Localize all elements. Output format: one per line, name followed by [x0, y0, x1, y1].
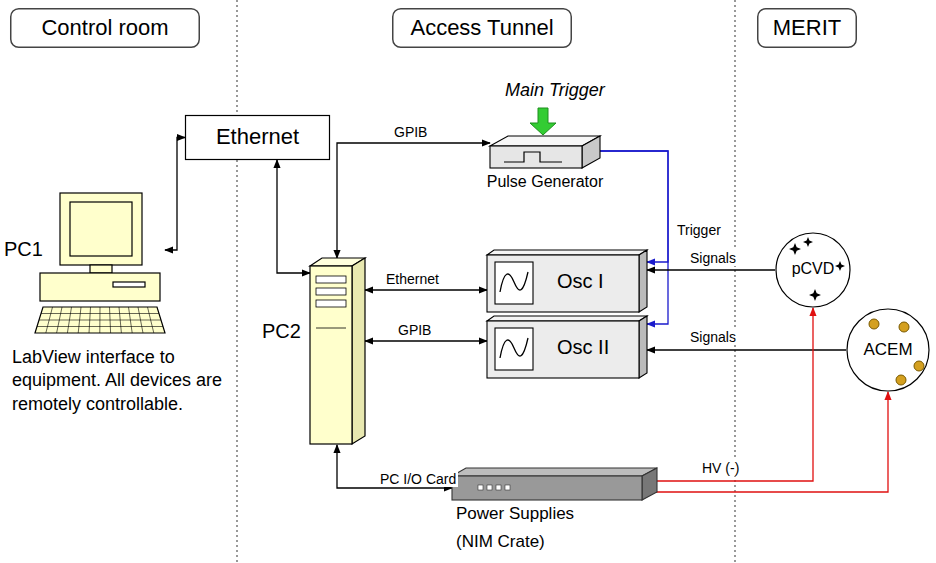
node-outline	[310, 258, 365, 445]
detector: ACEM	[846, 308, 930, 392]
hv-cable	[645, 392, 888, 492]
nim-crate-icon	[452, 468, 657, 500]
ethernet-link	[165, 138, 185, 251]
hv-cable	[645, 308, 813, 481]
section-header: Access Tunnel	[392, 8, 572, 48]
node-label: Power Supplies	[456, 504, 574, 524]
trigger-label: Main Trigger	[505, 80, 605, 101]
section-header: Control room	[10, 8, 200, 48]
power-supply: Power Supplies (NIM Crate)	[452, 468, 657, 556]
pulse-generator-icon	[490, 136, 600, 168]
oscilloscope: Osc II	[487, 316, 647, 378]
signal-cable	[647, 349, 846, 350]
connector-label: PC I/O Card	[378, 471, 458, 487]
note-text: LabView interface to equipment. All devi…	[12, 346, 234, 416]
connector-label: Signals	[688, 329, 738, 345]
desktop-computer-icon	[35, 193, 165, 333]
gpib-link	[337, 143, 490, 258]
connector-label: GPIB	[392, 124, 429, 140]
node-label: Osc I	[557, 270, 604, 293]
section-divider	[734, 0, 735, 563]
signal-cable	[647, 269, 775, 270]
node-label: (NIM Crate)	[456, 532, 545, 552]
connector-label: Ethernet	[384, 271, 441, 287]
node-label: MERIT	[773, 15, 841, 40]
section-divider	[236, 0, 237, 563]
ethernet-link	[365, 289, 487, 290]
pulse-generator: Pulse Generator	[490, 134, 600, 192]
node-label: Ethernet	[216, 124, 299, 149]
network-box	[186, 116, 330, 160]
node-label: PC1	[4, 238, 43, 261]
computer: PC2	[310, 258, 365, 445]
connector-label: HV (-)	[700, 460, 741, 476]
section-header-box	[11, 9, 200, 48]
node-label: Pulse Generator	[487, 173, 604, 191]
node-label: ACEM	[863, 340, 912, 360]
trigger-arrow	[530, 108, 556, 135]
oscilloscope-icon	[487, 250, 647, 312]
node-label: pCVD	[792, 260, 835, 278]
trigger-line	[595, 151, 668, 262]
ethernet-link	[277, 160, 310, 273]
section-header: MERIT	[757, 8, 857, 48]
node-label: PC2	[262, 320, 301, 343]
section-header-box	[758, 9, 857, 48]
computer: PC1	[35, 190, 165, 335]
detector: pCVD	[775, 232, 851, 308]
node-label: Control room	[41, 15, 168, 40]
network-box: Ethernet	[185, 115, 330, 160]
tower-computer-icon	[310, 258, 365, 444]
gpib-link	[365, 340, 487, 341]
connector-label: Signals	[688, 250, 738, 266]
connector-label: Trigger	[675, 222, 723, 238]
node-label: Access Tunnel	[410, 15, 553, 40]
pcvd-detector-icon	[776, 233, 850, 307]
node-label: Osc II	[557, 336, 609, 359]
oscilloscope-icon	[487, 316, 647, 378]
section-header-box	[393, 9, 572, 48]
connector-label: GPIB	[396, 322, 433, 338]
acem-detector-icon	[847, 309, 929, 391]
oscilloscope: Osc I	[487, 250, 647, 312]
node-outline	[35, 190, 165, 335]
